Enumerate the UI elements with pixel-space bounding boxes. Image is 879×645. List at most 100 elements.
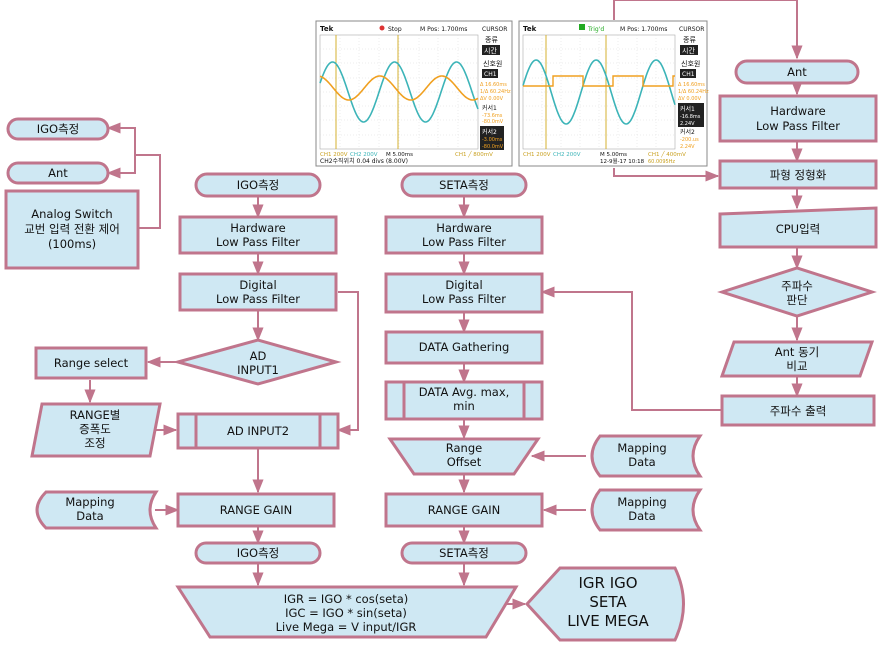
scope-left-caption: CH2수직위치 0.04 divs (8.00V)	[320, 157, 408, 165]
svg-text:-80.0mV: -80.0mV	[482, 144, 504, 150]
svg-text:시간: 시간	[682, 46, 695, 55]
ant-sync-line-2: 비교	[786, 359, 807, 373]
data-avg-line-2: min	[453, 399, 475, 413]
data-gathering-box: DATA Gathering	[384, 330, 544, 365]
ant-start-label: Ant	[787, 65, 807, 79]
svg-text:-80.0mV: -80.0mV	[482, 119, 504, 125]
scope-right-caption: 12-9월-17 10:18	[600, 157, 645, 165]
svg-text:1/Δ 60.24Hz: 1/Δ 60.24Hz	[480, 89, 511, 95]
connector-switch-to-igo	[106, 122, 161, 229]
igo-dig-lpf-line-2: Low Pass Filter	[216, 292, 300, 306]
freq-judge-diamond: 주파수 판단	[717, 266, 877, 318]
svg-text:1/Δ 60.24Hz: 1/Δ 60.24Hz	[678, 89, 709, 95]
ant-sync-line-1: Ant 동기	[775, 345, 819, 359]
svg-text:Δ 16.60ms: Δ 16.60ms	[678, 82, 705, 88]
output-line-2: SETA	[589, 593, 627, 611]
svg-text:-3.00ms: -3.00ms	[482, 137, 503, 143]
range-select-label: Range select	[54, 356, 129, 370]
scope-screenshot-left: Tek Stop M Pos: 1.700ms CURSOR 종류 시간 신호원…	[315, 20, 513, 167]
connector-switch-to-ant	[106, 155, 136, 179]
formula-line-1: IGR = IGO * cos(seta)	[284, 592, 409, 606]
data-avg-process: DATA Avg. max, min	[384, 380, 544, 421]
svg-text:-200.us: -200.us	[680, 137, 699, 143]
igo-range-gain-box: RANGE GAIN	[176, 492, 336, 528]
seta-start-label: SETA측정	[439, 178, 489, 192]
cpu-input-label: CPU입력	[776, 222, 821, 236]
scope-right-freq: 60.0095Hz	[648, 159, 675, 165]
seta-hw-lpf-line-2: Low Pass Filter	[422, 235, 506, 249]
svg-text:2.24V: 2.24V	[680, 121, 695, 127]
ad-input1-line-1: AD	[250, 349, 267, 363]
scope-right-brand: Tek	[523, 25, 537, 33]
igo-end-terminal: IGO측정	[194, 541, 322, 565]
switch-line-3: (100ms)	[48, 237, 96, 251]
scope-left-mode: CURSOR	[482, 26, 507, 33]
freq-judge-line-1: 주파수	[781, 279, 813, 293]
igo-ad-input1-diamond: AD INPUT1	[172, 338, 342, 386]
svg-text:ΔV 0.00V: ΔV 0.00V	[678, 96, 702, 102]
output-display: IGR IGO SETA LIVE MEGA	[524, 566, 685, 642]
svg-text:Δ 16.60ms: Δ 16.60ms	[480, 82, 507, 88]
connector-scope-to-ant	[613, 0, 803, 60]
seta-gain-mapping-data: Mapping Data	[590, 488, 703, 532]
ant-hw-lpf-line-1: Hardware	[770, 104, 826, 118]
range-select-box: Range select	[34, 346, 148, 380]
ant-start-terminal: Ant	[734, 59, 860, 85]
svg-text:-73.6ms: -73.6ms	[482, 113, 503, 119]
svg-text:M 5.00ms: M 5.00ms	[600, 152, 627, 158]
formula-trapezoid: IGR = IGO * cos(seta) IGC = IGO * sin(se…	[175, 585, 519, 639]
scope-left-brand: Tek	[320, 25, 334, 33]
ant-chain: Ant Hardware Low Pass Filter 파형 정형화 CPU입…	[717, 59, 878, 427]
scope-left-trace-cyan	[319, 61, 479, 123]
ant-hw-lpf-box: Hardware Low Pass Filter	[718, 94, 878, 143]
svg-text:CH1 200V: CH1 200V	[523, 152, 551, 158]
svg-text:CH2 200V: CH2 200V	[553, 152, 581, 158]
ant-hw-lpf-line-2: Low Pass Filter	[756, 119, 840, 133]
output-line-1: IGR IGO	[578, 574, 637, 592]
igo-hw-lpf-line-2: Low Pass Filter	[216, 235, 300, 249]
scope-screenshot-right: Tek Trig'd M Pos: 1.700ms CURSOR 종류 시간 신…	[518, 20, 709, 167]
scope-left-state: Stop	[388, 26, 402, 33]
svg-text:M 5.00ms: M 5.00ms	[386, 152, 413, 158]
svg-text:시간: 시간	[484, 46, 497, 55]
freq-output-box: 주파수 출력	[720, 394, 876, 427]
scope-right-trace-cyan	[522, 59, 676, 125]
seta-end-terminal: SETA측정	[400, 541, 528, 565]
svg-text:-16.8ms: -16.8ms	[680, 114, 701, 120]
range-offset-line-2: Offset	[447, 455, 482, 469]
range-offset-line-1: Range	[446, 441, 482, 455]
legend-ant-terminal: Ant	[6, 161, 110, 185]
switch-line-1: Analog Switch	[31, 207, 112, 221]
cpu-input-shape: CPU입력	[718, 206, 878, 249]
range-adjust-line-1: RANGE별	[70, 408, 121, 422]
range-adjust-line-3: 조정	[84, 436, 105, 450]
svg-text:CH1: CH1	[484, 71, 497, 78]
svg-text:신호원: 신호원	[483, 59, 502, 68]
igo-hw-lpf-box: Hardware Low Pass Filter	[178, 215, 338, 255]
scope-left-mpos: M Pos: 1.700ms	[420, 26, 467, 33]
switch-line-2: 교번 입력 전환 제어	[24, 222, 120, 236]
igo-dig-lpf-box: Digital Low Pass Filter	[178, 272, 338, 312]
igo-dig-lpf-line-1: Digital	[239, 278, 276, 292]
svg-text:2.24V: 2.24V	[680, 144, 695, 150]
svg-text:신호원: 신호원	[681, 59, 700, 68]
seta-dig-lpf-box: Digital Low Pass Filter	[384, 272, 544, 314]
seta-dig-lpf-line-1: Digital	[445, 278, 482, 292]
seta-dig-lpf-line-2: Low Pass Filter	[422, 292, 506, 306]
seta-range-gain-box: RANGE GAIN	[384, 492, 544, 528]
freq-judge-line-2: 판단	[786, 293, 808, 307]
svg-text:CH1: CH1	[682, 71, 695, 78]
waveform-shaping-box: 파형 정형화	[718, 159, 878, 190]
range-offset-trapezoid: Range Offset	[387, 437, 541, 476]
legend-igo-terminal: IGO측정	[6, 117, 110, 141]
data-avg-line-1: DATA Avg. max,	[419, 385, 510, 399]
legend-igo-label: IGO측정	[37, 122, 80, 136]
range-adjust-parallelogram: RANGE별 증폭도 조정	[30, 402, 162, 458]
seta-offset-mapping-line-2: Data	[628, 455, 655, 469]
svg-text:CH2 200V: CH2 200V	[350, 152, 378, 158]
seta-offset-mapping-data: Mapping Data	[590, 434, 703, 478]
scope-right-state: Trig'd	[587, 26, 604, 33]
scope-left-trace-orange	[319, 75, 479, 101]
ad-input1-line-2: INPUT1	[237, 363, 279, 377]
